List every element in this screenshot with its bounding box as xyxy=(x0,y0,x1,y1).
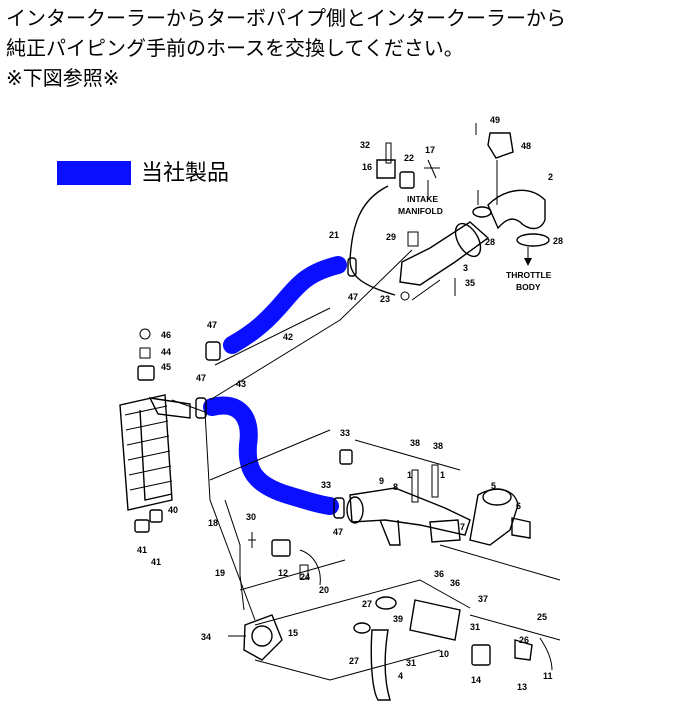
instruction-line-2: 純正パイピング手前のホースを交換してください。 xyxy=(6,36,464,60)
label-20: 20 xyxy=(319,585,329,595)
legend-swatch xyxy=(57,161,131,185)
label-2: 2 xyxy=(548,172,553,182)
label-47c: 47 xyxy=(196,373,206,383)
caption-manifold: MANIFOLD xyxy=(398,206,443,216)
label-28a: 28 xyxy=(485,237,495,247)
label-41b: 41 xyxy=(151,557,161,567)
label-32: 32 xyxy=(360,140,370,150)
label-9: 9 xyxy=(379,476,384,486)
label-24: 24 xyxy=(300,572,310,582)
label-38b: 38 xyxy=(433,441,443,451)
label-43: 43 xyxy=(236,379,246,389)
label-36a: 36 xyxy=(434,569,444,579)
label-16: 16 xyxy=(362,162,372,172)
legend-label: 当社製品 xyxy=(141,161,230,186)
label-47b: 47 xyxy=(207,320,217,330)
label-33a: 33 xyxy=(340,428,350,438)
caption-body: BODY xyxy=(516,282,541,292)
label-14: 14 xyxy=(471,675,481,685)
label-17: 17 xyxy=(425,145,435,155)
label-12: 12 xyxy=(278,568,288,578)
label-8: 8 xyxy=(393,482,398,492)
label-41a: 41 xyxy=(137,545,147,555)
label-49: 49 xyxy=(490,115,500,125)
label-6: 6 xyxy=(516,501,521,511)
label-19: 19 xyxy=(215,568,225,578)
label-44: 44 xyxy=(161,347,171,357)
label-31b: 31 xyxy=(406,658,416,668)
label-42: 42 xyxy=(283,332,293,342)
label-23: 23 xyxy=(380,294,390,304)
label-22: 22 xyxy=(404,153,414,163)
label-27a: 27 xyxy=(362,599,372,609)
label-35: 35 xyxy=(465,278,475,288)
label-27b: 27 xyxy=(349,656,359,666)
instruction-line-3: ※下図参照※ xyxy=(6,66,120,90)
label-39: 39 xyxy=(393,614,403,624)
caption-intake: INTAKE xyxy=(407,194,438,204)
upper-assembly xyxy=(349,123,550,301)
caption-throttle: THROTTLE xyxy=(506,270,552,280)
lower-assembly xyxy=(224,449,553,701)
hose-43 xyxy=(203,396,339,515)
part-labels: 32 16 22 17 49 48 2 28 28 29 3 35 21 47 … xyxy=(137,115,563,692)
label-10: 10 xyxy=(439,649,449,659)
label-34: 34 xyxy=(201,632,211,642)
label-7: 7 xyxy=(460,522,465,532)
label-40: 40 xyxy=(168,505,178,515)
label-1b: 1 xyxy=(440,470,445,480)
label-29: 29 xyxy=(386,232,396,242)
hose-42 xyxy=(223,256,347,354)
label-47d: 47 xyxy=(333,527,343,537)
label-33b: 33 xyxy=(321,480,331,490)
label-30: 30 xyxy=(246,512,256,522)
label-21: 21 xyxy=(329,230,339,240)
blue-hoses xyxy=(203,256,347,515)
reference-lines xyxy=(171,249,561,681)
label-25: 25 xyxy=(537,612,547,622)
label-3: 3 xyxy=(463,263,468,273)
label-37: 37 xyxy=(478,594,488,604)
label-48: 48 xyxy=(521,141,531,151)
label-38a: 38 xyxy=(410,438,420,448)
instruction-line-1: インタークーラーからターボパイプ側とインタークーラーから xyxy=(6,6,566,30)
intercooler xyxy=(119,328,191,533)
label-45: 45 xyxy=(161,362,171,372)
label-15: 15 xyxy=(288,628,298,638)
label-26: 26 xyxy=(519,635,529,645)
label-28b: 28 xyxy=(553,236,563,246)
label-18: 18 xyxy=(208,518,218,528)
label-4: 4 xyxy=(398,671,403,681)
label-47a: 47 xyxy=(348,292,358,302)
label-46: 46 xyxy=(161,330,171,340)
label-1a: 1 xyxy=(407,470,412,480)
label-36b: 36 xyxy=(450,578,460,588)
label-5: 5 xyxy=(491,481,496,491)
label-13: 13 xyxy=(517,682,527,692)
label-31a: 31 xyxy=(470,622,480,632)
label-11: 11 xyxy=(543,671,553,681)
